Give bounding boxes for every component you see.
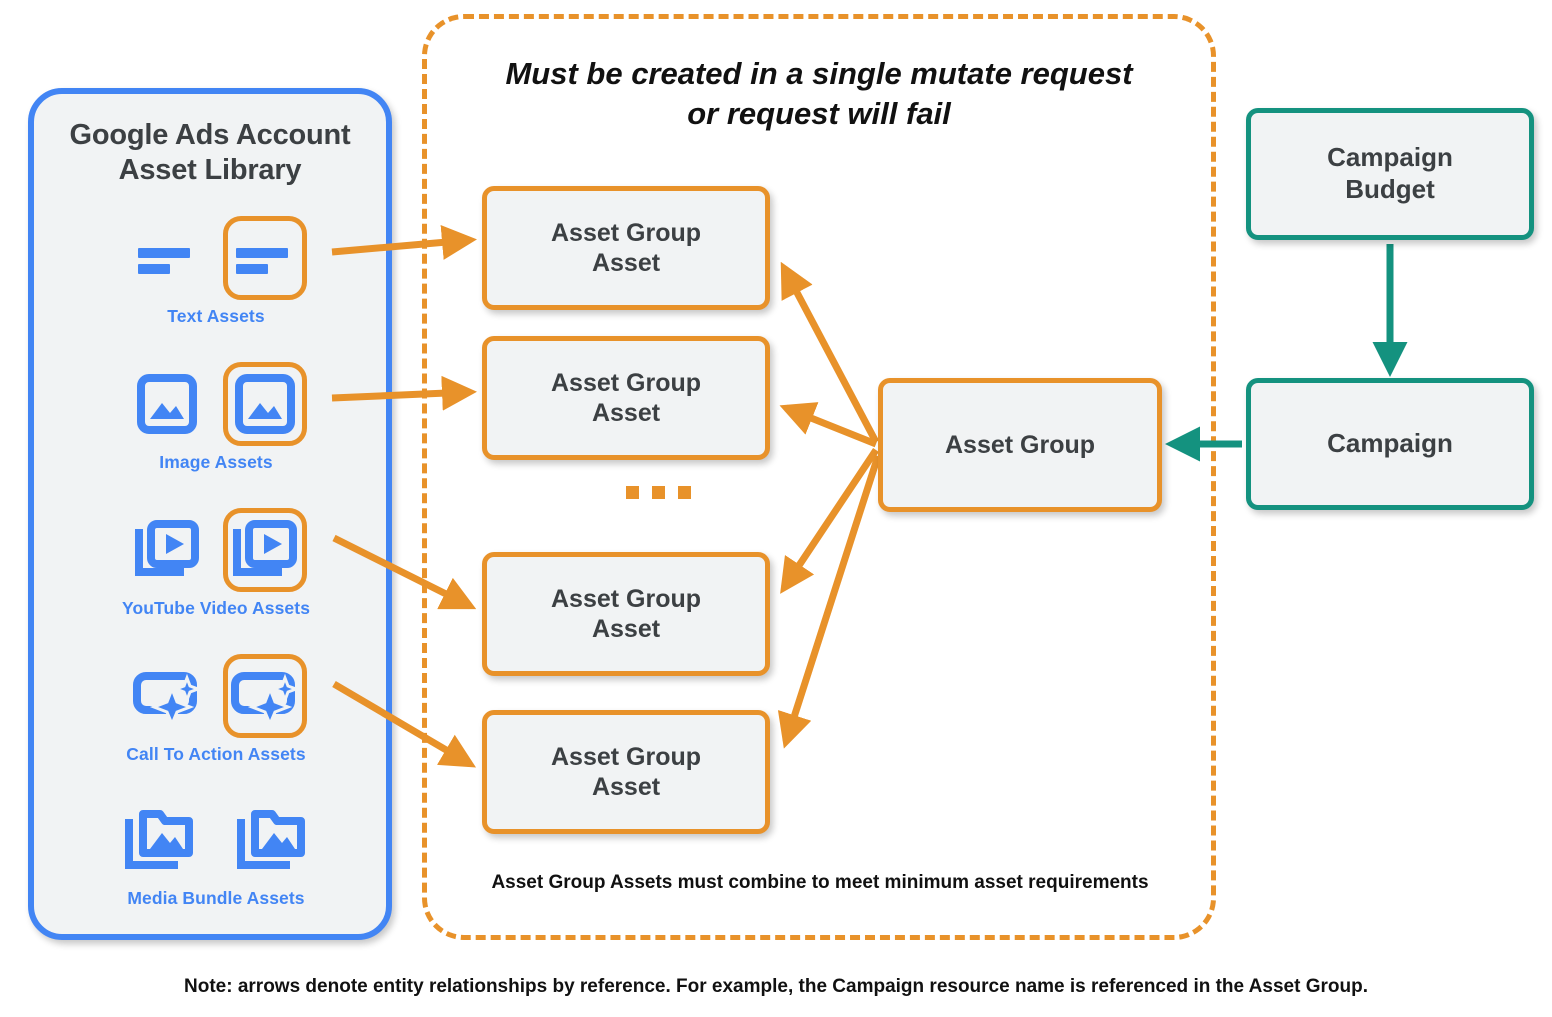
- mutate-request-footnote: Asset Group Assets must combine to meet …: [491, 872, 1149, 893]
- asset-group-asset-label-2-line1: Asset Group: [550, 368, 702, 397]
- image-asset-icon-pair: [34, 358, 398, 450]
- mutate-request-title: Must be created in a single mutate reque…: [462, 54, 1176, 135]
- asset-group-asset-label-1-line2: Asset: [591, 249, 661, 277]
- asset-group-asset-node-3[interactable]: Asset Group Asset: [482, 552, 770, 676]
- asset-row-image: Image Assets: [34, 358, 398, 473]
- asset-group-asset-node-4[interactable]: Asset Group Asset: [482, 710, 770, 834]
- campaign-label: Campaign: [1327, 428, 1453, 459]
- ellipsis-indicator: [626, 486, 691, 499]
- asset-caption-media-bundle: Media Bundle Assets: [127, 888, 305, 908]
- campaign-budget-label-line2: Budget: [1345, 174, 1435, 204]
- asset-group-asset-label-3-line1: Asset Group: [550, 584, 702, 613]
- image-asset-icon: [125, 362, 209, 446]
- campaign-budget-node[interactable]: Campaign Budget: [1246, 108, 1534, 240]
- asset-row-text: Text Assets: [34, 212, 398, 327]
- asset-group-node[interactable]: Asset Group: [878, 378, 1162, 512]
- ellipsis-dot-3: [678, 486, 691, 499]
- asset-group-label: Asset Group: [944, 430, 1096, 459]
- asset-group-asset-label-4-line2: Asset: [591, 773, 661, 801]
- ellipsis-dot-2: [652, 486, 665, 499]
- diagram-note: Note: arrows denote entity relationships…: [184, 976, 1368, 997]
- call-to-action-asset-icon: [125, 654, 209, 738]
- ellipsis-dot-1: [626, 486, 639, 499]
- mutate-request-container: [422, 14, 1216, 940]
- text-asset-icon-selected[interactable]: [223, 216, 307, 300]
- text-asset-icon: [125, 216, 209, 300]
- text-asset-icon-pair: [34, 212, 398, 304]
- mutate-request-title-line2: or request will fail: [687, 96, 951, 132]
- asset-group-asset-label-1-line1: Asset Group: [550, 218, 702, 247]
- media-bundle-asset-icon: [118, 798, 202, 882]
- asset-group-asset-label-3-line2: Asset: [591, 615, 661, 643]
- asset-group-asset-label-2-line2: Asset: [591, 399, 661, 427]
- asset-library-title-line1: Google Ads Account: [69, 119, 351, 151]
- video-asset-icon-selected[interactable]: [223, 508, 307, 592]
- asset-group-asset-node-1[interactable]: Asset Group Asset: [482, 186, 770, 310]
- asset-group-asset-node-2[interactable]: Asset Group Asset: [482, 336, 770, 460]
- asset-library-panel: Google Ads Account Asset Library: [28, 88, 392, 940]
- campaign-node[interactable]: Campaign: [1246, 378, 1534, 510]
- asset-caption-image: Image Assets: [159, 452, 273, 472]
- campaign-budget-label-line1: Campaign: [1327, 142, 1453, 173]
- media-bundle-asset-icon-pair: [34, 794, 398, 886]
- media-bundle-asset-icon-2: [230, 798, 314, 882]
- asset-library-title-line2: Asset Library: [118, 154, 302, 187]
- asset-library-title: Google Ads Account Asset Library: [34, 118, 386, 189]
- asset-row-video: YouTube Video Assets: [34, 504, 398, 619]
- video-asset-icon-pair: [34, 504, 398, 596]
- asset-group-asset-label-4-line1: Asset Group: [550, 742, 702, 771]
- asset-row-media-bundle: Media Bundle Assets: [34, 794, 398, 909]
- mutate-request-title-line1: Must be created in a single mutate reque…: [505, 56, 1133, 91]
- call-to-action-asset-icon-selected[interactable]: [223, 654, 307, 738]
- asset-caption-video: YouTube Video Assets: [121, 598, 311, 618]
- asset-caption-cta: Call To Action Assets: [126, 744, 306, 764]
- video-asset-icon: [125, 508, 209, 592]
- call-to-action-asset-icon-pair: [34, 650, 398, 742]
- asset-caption-text: Text Assets: [167, 306, 265, 326]
- image-asset-icon-selected[interactable]: [223, 362, 307, 446]
- asset-row-cta: Call To Action Assets: [34, 650, 398, 765]
